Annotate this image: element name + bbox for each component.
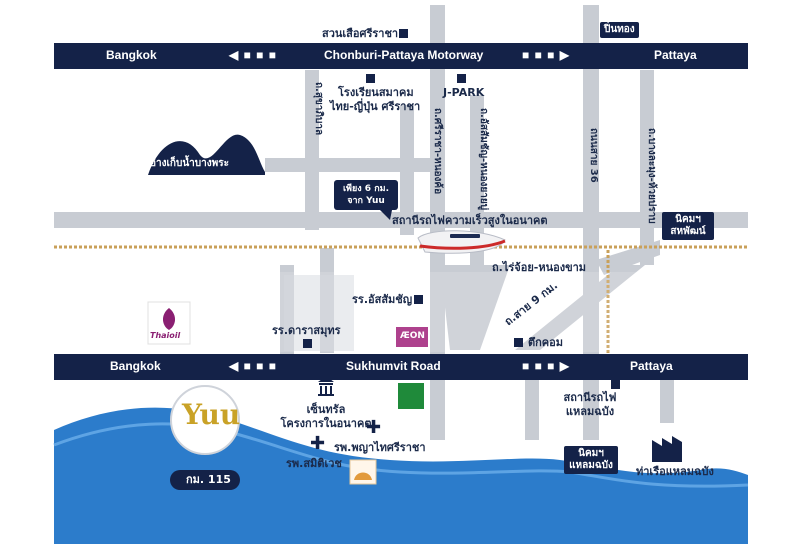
dara-school-marker	[303, 339, 312, 348]
watermark-text: DDproperty	[676, 302, 753, 319]
reservoir-label: อ่างเก็บน้ำบางพระ	[150, 158, 229, 169]
samitivej-hospital-icon: ✚	[310, 433, 326, 454]
road-label-assumption: ถ.อัสสัมชัญ-หนองยายบู่	[478, 108, 489, 211]
assumption-school-label: รร.อัสสัมชัญ	[352, 293, 413, 306]
sukhumvit-bar: Bangkok ◀ ■ ■ ■ Sukhumvit Road ■ ■ ■ ▶ P…	[54, 354, 748, 380]
motorway-right-label: Pattaya	[654, 48, 697, 62]
road-lower-1	[525, 378, 539, 440]
samitivej-hospital-label: รพ.สมิติเวช	[286, 457, 342, 470]
road-label-banglamung: ถ.บางละมุง-ห้วยปราบ	[646, 128, 657, 224]
motorway-name: Chonburi-Pattaya Motorway	[324, 48, 484, 62]
sukhumvit-right-label: Pattaya	[630, 359, 673, 373]
hsr-station-label: สถานีรถไฟความเร็วสูงในอนาคต	[392, 214, 548, 227]
tukcom-marker	[514, 338, 523, 347]
sukhumvit-left-label: Bangkok	[110, 359, 161, 373]
school-jp-label-2: ไทย-ญี่ปุ่น ศรีราชา	[330, 100, 421, 113]
lc-station-label-1: สถานีรถไฟ	[563, 391, 617, 404]
hospital-logo	[349, 459, 377, 485]
callout-line-2: จาก Yuu	[347, 196, 385, 206]
motorway-left-label: Bangkok	[106, 48, 157, 62]
lc-port-label: ท่าเรือแหลมฉบัง	[636, 465, 714, 478]
train-icon	[417, 230, 506, 254]
school-jp-label-1: โรงเรียนสมาคม	[338, 86, 414, 99]
yuu-logo-circle	[170, 385, 240, 455]
road-label-sriracha-nongkho: ถ.ศรีราชา-หนองค้อ	[432, 108, 443, 195]
km-badge-bg	[170, 470, 240, 490]
tukcom-label: ตึกคอม	[528, 336, 564, 349]
estate-lc-line-2: แหลมฉบัง	[569, 460, 613, 471]
sukhumvit-name: Sukhumvit Road	[346, 359, 441, 373]
jpark-marker	[457, 74, 466, 83]
green-logo	[398, 383, 424, 409]
school-jp-marker	[366, 74, 375, 83]
road-label-route-36: ถนนสาย 36	[588, 128, 599, 183]
estate-lc-line-1: นิคมฯ	[578, 448, 604, 459]
road-lower-2	[660, 378, 674, 423]
yuu-logo-text: Yuu	[182, 398, 241, 431]
road-sukhaphiban	[305, 70, 319, 230]
arrow-right-icon: ■ ■ ■ ▶	[522, 48, 570, 62]
aeon-label: ÆON	[400, 331, 425, 341]
bintong-label: ปิ่นทอง	[600, 22, 639, 38]
reservoir-shape	[148, 134, 265, 175]
arrow-left-icon: ◀ ■ ■ ■	[229, 359, 277, 373]
tiger-zoo-label: สวนเสือศรีราชา	[322, 27, 399, 40]
central-label-2: โครงการในอนาคต	[280, 417, 372, 430]
tiger-zoo-marker	[399, 29, 408, 38]
assumption-school-marker	[414, 295, 423, 304]
estate-sahapat-line-1: นิคมฯ	[675, 214, 701, 225]
arrow-right-icon: ■ ■ ■ ▶	[522, 359, 570, 373]
port-icon	[652, 436, 682, 462]
km-badge-label: กม. 115	[186, 473, 231, 486]
estate-sahapat-line-2: สหพัฒน์	[670, 226, 706, 237]
jpark-label: J-PARK	[443, 86, 485, 99]
road-cross-upper	[54, 212, 748, 228]
road-label-sukhaphiban: ถ.สุขาภิบาล	[313, 82, 324, 136]
central-label-1: เซ็นทรัล	[306, 403, 346, 416]
thaioil-label: Thaioil	[150, 331, 181, 340]
distance-callout-bg	[334, 180, 398, 210]
road-sai-9	[515, 265, 645, 350]
estate-sahapat-box: นิคมฯ สหพัฒน์	[662, 212, 714, 240]
lc-station-label-2: แหลมฉบัง	[565, 405, 615, 418]
watermark-band	[280, 272, 800, 352]
estate-lc-box: นิคมฯ แหลมฉบัง	[564, 446, 618, 474]
rai-joy-road-label: ถ.ไร่จ้อย-หนองขาม	[492, 261, 587, 274]
ddproperty-logo-icon	[640, 298, 670, 328]
motorway-bar: Bangkok ◀ ■ ■ ■ Chonburi-Pattaya Motorwa…	[54, 43, 748, 69]
road-to-reservoir	[265, 158, 435, 172]
lc-station-marker	[611, 380, 620, 389]
arrow-left-icon: ◀ ■ ■ ■	[229, 48, 277, 62]
callout-line-1: เพียง 6 กม.	[342, 184, 389, 194]
dara-school-label: รร.ดาราสมุทร	[272, 324, 341, 337]
phyathai-hospital-icon: ✚	[366, 417, 382, 438]
aeon-logo-bg	[396, 327, 428, 347]
phyathai-hospital-label: รพ.พญาไทศรีราชา	[334, 441, 426, 454]
